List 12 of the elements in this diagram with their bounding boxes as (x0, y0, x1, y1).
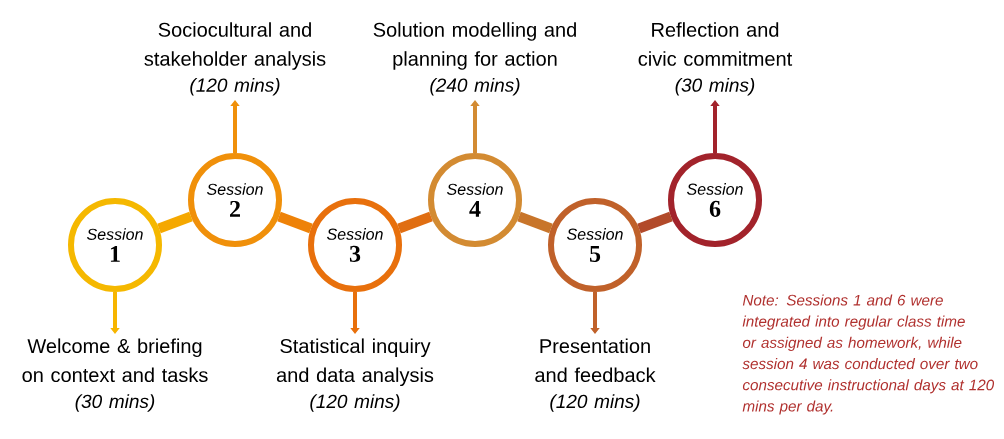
step-label: Solution modelling and planning for action (240 mins) (373, 22, 576, 96)
note: Note: Sessions 1 and 6 were integrated into regular class time or assigned as homework, while session 4 was conducted over two consecutive instructional days at 120 mins per day. (742, 294, 995, 415)
step-label: Presentation and feedback (120 mins) (535, 338, 656, 412)
step-label: Welcome & briefing on context and tasks (30 mins) (22, 338, 208, 412)
connector-bar (397, 211, 433, 234)
connector-bar (517, 211, 553, 234)
connector-bar (277, 211, 313, 234)
connector-bar (637, 211, 673, 234)
connector-bar (157, 211, 193, 234)
step-label: Statistical inquiry and data analysis (120 mins) (276, 338, 434, 412)
step-label: Sociocultural and stakeholder analysis (120 mins) (144, 22, 326, 96)
step-label: Reflection and civic commitment (30 mins) (638, 22, 793, 96)
